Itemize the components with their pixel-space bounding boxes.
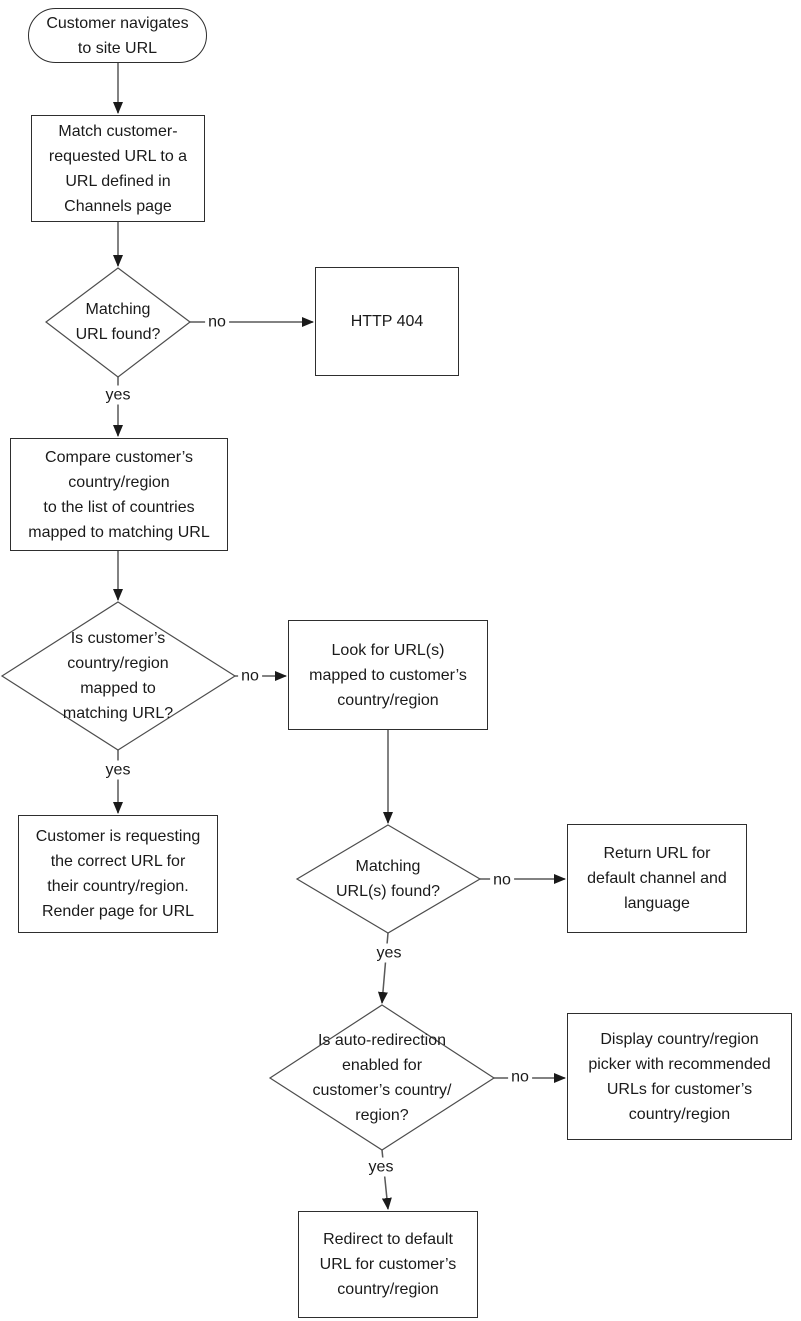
return-default-url-process-node: Return URL for default channel and langu… <box>567 824 747 933</box>
redirect-default-process-node: Redirect to default URL for customer’s c… <box>298 1211 478 1318</box>
country-mapped-yes-label: yes <box>102 760 134 780</box>
auto-redirect-decision-shape <box>268 1004 496 1151</box>
auto-redirect-decision-label: Is auto-redirection enabled for customer… <box>312 1032 452 1124</box>
urls-found-yes-label: yes <box>373 943 405 963</box>
url-found-decision-label: Matching URL found? <box>75 301 161 343</box>
country-mapped-decision-shape <box>0 601 237 751</box>
country-mapped-decision-label: Is customer’s country/region mapped to m… <box>62 630 174 722</box>
http-404-process-node: HTTP 404 <box>315 267 459 376</box>
render-page-process-node: Customer is requesting the correct URL f… <box>18 815 218 933</box>
compare-country-process-node: Compare customer’s country/region to the… <box>10 438 228 551</box>
url-found-no-label: no <box>205 312 229 332</box>
urls-found-no-label: no <box>490 870 514 890</box>
url-found-yes-label: yes <box>102 385 134 405</box>
look-for-urls-process-node: Look for URL(s) mapped to customer’s cou… <box>288 620 488 730</box>
country-mapped-no-label: no <box>238 666 262 686</box>
urls-found-decision-label: Matching URL(s) found? <box>335 858 441 900</box>
auto-redirect-yes-label: yes <box>365 1157 397 1177</box>
start-terminator-node: Customer navigates to site URL <box>28 8 207 63</box>
url-found-decision-shape <box>45 267 191 378</box>
urls-found-decision-shape <box>295 824 482 934</box>
auto-redirect-no-label: no <box>508 1067 532 1087</box>
match-url-process-node: Match customer- requested URL to a URL d… <box>31 115 205 222</box>
display-picker-process-node: Display country/region picker with recom… <box>567 1013 792 1140</box>
